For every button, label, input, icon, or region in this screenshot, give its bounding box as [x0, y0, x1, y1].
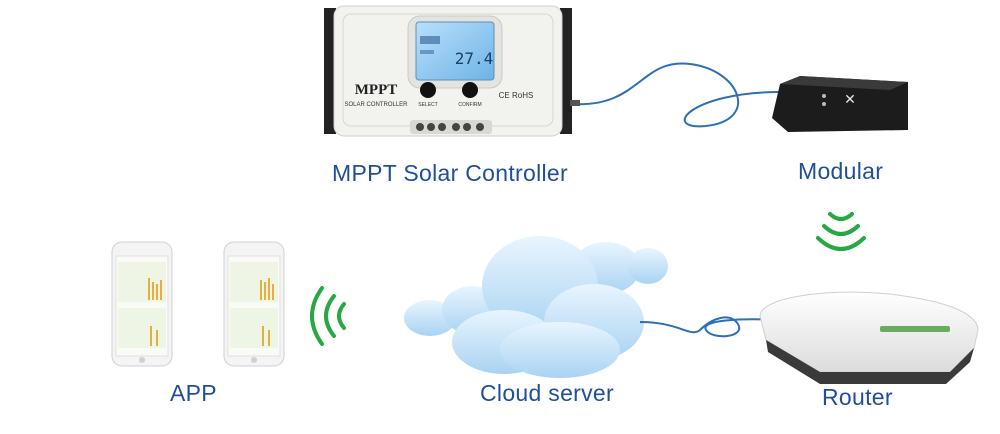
cable-icon — [640, 317, 780, 336]
wifi-signal-icon — [818, 214, 864, 249]
svg-text:✕: ✕ — [844, 91, 856, 107]
phone-icon — [112, 242, 172, 366]
modular-label: Modular — [798, 158, 883, 185]
confirm-label: CONFIRM — [458, 102, 481, 108]
router-icon — [760, 292, 978, 384]
cable-icon — [572, 63, 780, 126]
cloud-label: Cloud server — [480, 380, 614, 407]
cloud-icon — [404, 236, 668, 378]
select-label: SELECT — [418, 102, 437, 108]
terminal-block — [410, 120, 492, 134]
confirm-button — [462, 82, 478, 98]
controller-label: MPPT Solar Controller — [332, 160, 568, 187]
controller-device: 27.4 MPPT SOLAR CONTROLLER SELECT CONFIR… — [324, 6, 572, 136]
router-label: Router — [822, 384, 893, 411]
controller-subtitle: SOLAR CONTROLLER — [344, 102, 408, 108]
module-icon: ✕ — [772, 76, 908, 132]
select-button — [420, 82, 436, 98]
lcd-value: 27.4 — [455, 49, 494, 68]
wifi-signal-icon — [312, 288, 344, 344]
cert-mark: CE RoHS — [499, 91, 534, 100]
app-label: APP — [170, 380, 217, 407]
phone-icon — [224, 242, 284, 366]
controller-brand: MPPT — [355, 82, 398, 98]
